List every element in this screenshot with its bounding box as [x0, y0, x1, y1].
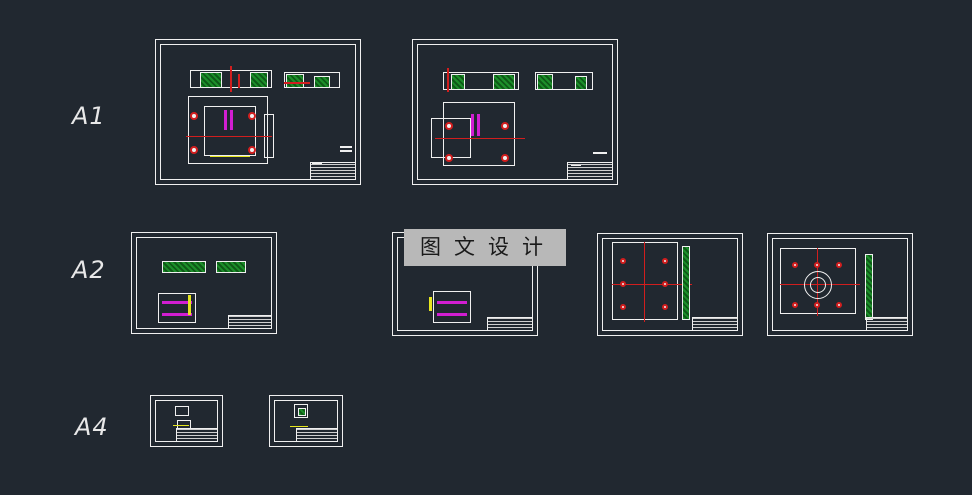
- plan-view: [154, 289, 198, 325]
- plate-side-view: [865, 254, 873, 320]
- drawing-sheet-a1-2[interactable]: [412, 39, 618, 185]
- part-view: [175, 406, 189, 416]
- plate-top-view: [780, 248, 860, 318]
- side-section-view: [535, 70, 593, 94]
- side-section-view: [216, 261, 246, 273]
- row-label-a2: A2: [72, 256, 106, 284]
- notes-text: [340, 146, 352, 148]
- section-view: [443, 68, 519, 94]
- drawing-sheet-a4-2[interactable]: [269, 395, 343, 447]
- plan-view: [429, 287, 473, 325]
- title-block: [692, 317, 738, 331]
- title-block: [567, 162, 613, 180]
- title-block: [296, 428, 338, 442]
- drawing-sheet-a2-1[interactable]: [131, 232, 277, 334]
- drawing-sheet-a2-4[interactable]: [767, 233, 913, 336]
- plate-top-view: [612, 242, 692, 322]
- row-label-a1: A1: [72, 102, 106, 130]
- title-block: [866, 317, 908, 331]
- title-block: [487, 317, 533, 331]
- plan-view: [186, 96, 276, 166]
- plan-view: [431, 102, 527, 168]
- row-label-a4: A4: [75, 413, 109, 441]
- part-view: [294, 404, 308, 418]
- side-section-view: [284, 70, 340, 90]
- watermark-label: 图文设计: [404, 229, 566, 266]
- title-block: [310, 162, 356, 180]
- drawing-sheet-a1-1[interactable]: [155, 39, 361, 185]
- plate-side-view: [682, 246, 690, 320]
- title-block: [176, 428, 218, 442]
- section-view: [190, 66, 272, 92]
- title-block: [228, 315, 272, 329]
- drawing-sheet-a2-3[interactable]: [597, 233, 743, 336]
- section-view: [162, 261, 206, 273]
- sheet-inner-border: [160, 44, 356, 180]
- drawing-sheet-a4-1[interactable]: [150, 395, 223, 447]
